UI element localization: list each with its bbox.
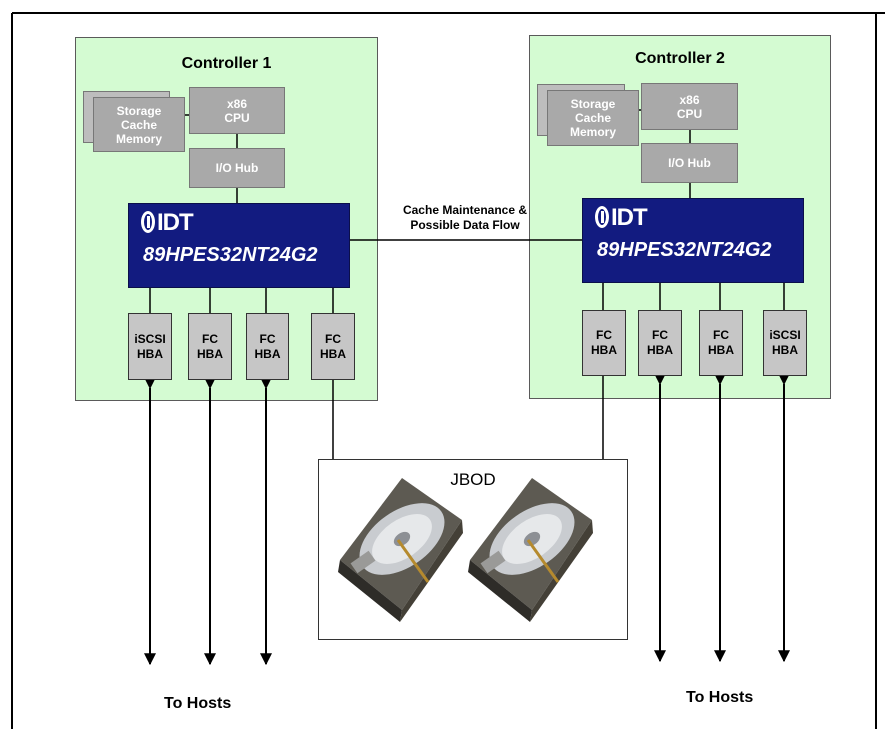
hba-type: FC bbox=[202, 331, 218, 346]
hba-label: HBA bbox=[254, 346, 281, 361]
cpu-line-1: x86 bbox=[679, 92, 700, 107]
hosts-label-left: To Hosts bbox=[164, 695, 232, 712]
hba-label: HBA bbox=[708, 343, 734, 357]
link-label: Cache Maintenance & Possible Data Flow bbox=[365, 203, 565, 233]
hard-disk-drive-icon bbox=[338, 478, 463, 622]
hba-label: HBA bbox=[137, 346, 163, 361]
controller-2-cpu: x86 CPU bbox=[641, 83, 738, 130]
controller-2-title: Controller 2 bbox=[635, 50, 725, 67]
hba-type: FC bbox=[596, 328, 612, 342]
cpu-line-1: x86 bbox=[226, 96, 248, 111]
io-hub-label: I/O Hub bbox=[668, 156, 711, 170]
controller-2-hba-4: iSCSI HBA bbox=[763, 310, 807, 376]
memory-line-1: Storage bbox=[570, 97, 616, 111]
hba-label: HBA bbox=[197, 346, 223, 361]
cpu-line-2: CPU bbox=[676, 106, 703, 121]
idt-logo: IDT bbox=[595, 204, 648, 231]
jbod-title: JBOD bbox=[450, 470, 496, 489]
controller-2-switch-chip: IDT 89HPES32NT24G2 bbox=[582, 198, 804, 283]
controller-1-storage-cache-memory: Storage Cache Memory bbox=[93, 97, 185, 152]
controller-1-switch-chip: IDT 89HPES32NT24G2 bbox=[128, 203, 350, 288]
controller-2-storage-cache-memory: Storage Cache Memory bbox=[547, 90, 639, 146]
chip-part-number: 89HPES32NT24G2 bbox=[597, 239, 772, 261]
idt-logo-mark-icon bbox=[595, 206, 609, 228]
cpu-line-2: CPU bbox=[224, 110, 250, 125]
memory-line-2: Cache bbox=[120, 117, 158, 132]
hba-type: FC bbox=[259, 331, 276, 346]
controller-2-hba-2: FC HBA bbox=[638, 310, 682, 376]
chip-part-number: 89HPES32NT24G2 bbox=[143, 244, 318, 266]
idt-logo-mark-icon bbox=[141, 211, 155, 233]
hba-type: iSCSI bbox=[134, 331, 166, 346]
link-label-line-2: Possible Data Flow bbox=[410, 218, 520, 232]
io-hub-label: I/O Hub bbox=[215, 161, 259, 175]
idt-logo-text: IDT bbox=[611, 204, 648, 231]
controller-1-hba-4: FC HBA bbox=[311, 313, 355, 380]
controller-2-hba-3: FC HBA bbox=[699, 310, 743, 376]
memory-line-3: Memory bbox=[115, 131, 162, 146]
controller-1-hba-2: FC HBA bbox=[188, 313, 232, 380]
hba-label: HBA bbox=[647, 343, 673, 357]
controller-2-hba-1: FC HBA bbox=[582, 310, 626, 376]
controller-2-io-hub: I/O Hub bbox=[641, 143, 738, 183]
hba-type: FC bbox=[713, 328, 729, 342]
hba-label: HBA bbox=[772, 343, 798, 357]
idt-logo: IDT bbox=[141, 209, 194, 236]
memory-line-3: Memory bbox=[569, 125, 616, 139]
hba-type: iSCSI bbox=[769, 328, 801, 342]
controller-1-cpu: x86 CPU bbox=[189, 87, 285, 134]
memory-line-2: Cache bbox=[574, 111, 612, 125]
hba-type: FC bbox=[652, 328, 668, 342]
hba-label: HBA bbox=[320, 346, 346, 361]
hba-type: FC bbox=[325, 331, 341, 346]
controller-1-hba-3: FC HBA bbox=[246, 313, 289, 380]
controller-1-io-hub: I/O Hub bbox=[189, 148, 285, 188]
controller-1-hba-1: iSCSI HBA bbox=[128, 313, 172, 380]
memory-line-1: Storage bbox=[116, 103, 162, 118]
idt-logo-text: IDT bbox=[157, 209, 194, 236]
link-label-line-1: Cache Maintenance & bbox=[402, 203, 528, 217]
hard-disk-drive-icon bbox=[468, 478, 593, 622]
hba-label: HBA bbox=[591, 343, 617, 357]
controller-1-title: Controller 1 bbox=[181, 55, 272, 72]
hosts-label-right: To Hosts bbox=[686, 689, 754, 706]
